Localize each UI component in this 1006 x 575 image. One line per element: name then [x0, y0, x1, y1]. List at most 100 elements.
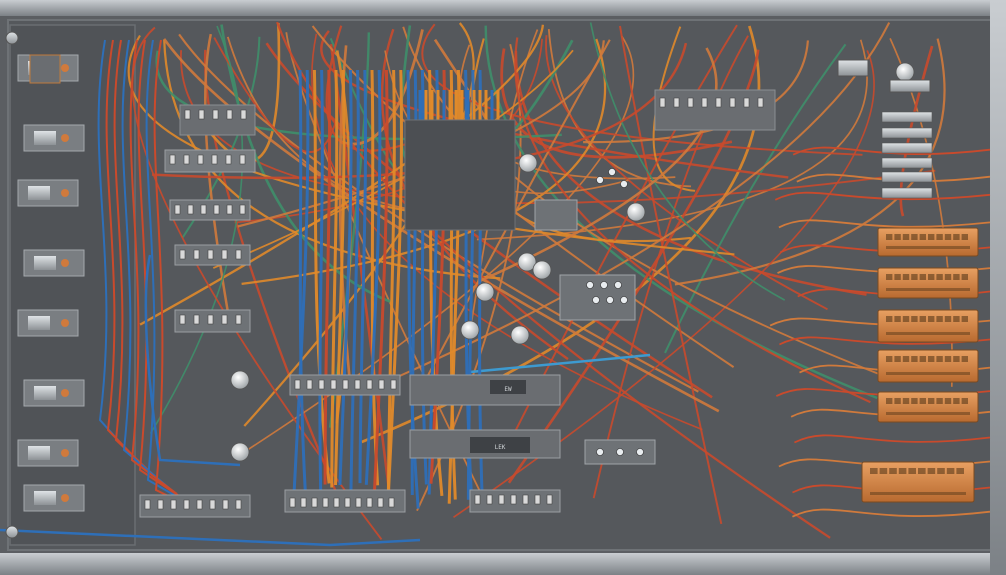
device-led [61, 494, 69, 502]
device-led [61, 389, 69, 397]
device-face [34, 131, 56, 145]
module-marking [961, 316, 968, 322]
wire [479, 47, 718, 283]
right-modules [861, 227, 979, 503]
bottom-rail [0, 553, 1006, 575]
terminal-pin [169, 154, 176, 165]
terminal-strip-2 [169, 199, 251, 221]
bundle-wire [312, 69, 331, 484]
module-marking [902, 398, 910, 404]
relay-module [877, 227, 979, 257]
module-marking [894, 234, 901, 240]
module-marking [944, 274, 952, 280]
bundle-wire [358, 69, 368, 484]
module-marking [894, 398, 901, 404]
screw-icon [5, 31, 19, 45]
terminal-pin [240, 109, 247, 120]
din-module-1 [409, 374, 561, 406]
wire [311, 33, 703, 431]
led-icon [620, 296, 628, 304]
led-icon [620, 180, 628, 188]
relay-module [877, 349, 979, 383]
module-marking [944, 398, 952, 404]
terminal-pin [377, 497, 384, 508]
terminal-pin [221, 249, 228, 260]
terminal-pin [207, 249, 214, 260]
led-icon [636, 448, 644, 456]
terminal-pin [306, 379, 313, 390]
terminal-pin [239, 154, 246, 165]
terminal-pin [196, 499, 203, 510]
knob-icon [230, 370, 250, 390]
terminal-pin [388, 497, 395, 508]
module-marking [946, 468, 955, 474]
module-marking [944, 234, 952, 240]
module-marking [879, 468, 888, 474]
terminal-pin [390, 379, 397, 390]
module-marking [889, 468, 897, 474]
fuse-holder [881, 171, 933, 183]
device-face [28, 186, 50, 200]
bundle-wire [338, 69, 353, 486]
module-marking [953, 398, 960, 404]
module-marking [886, 316, 893, 322]
knob-icon [230, 442, 250, 462]
left-column [9, 24, 136, 546]
terminal-pin [198, 109, 205, 120]
wire [206, 23, 281, 163]
module-marking [918, 468, 926, 474]
module-marking [919, 356, 926, 362]
terminal-pin [289, 497, 296, 508]
led-icon [596, 176, 604, 184]
terminal-pin [355, 497, 362, 508]
module-marking [953, 356, 960, 362]
fuse-holder [889, 79, 931, 93]
knob-icon [475, 282, 495, 302]
bundle-wire [298, 69, 308, 498]
module-marking [928, 398, 935, 404]
module-marking [886, 398, 893, 404]
terminal-pin [193, 249, 200, 260]
wire [121, 39, 170, 489]
center-tag-2: LEK [495, 444, 506, 451]
terminal-pin [687, 97, 694, 108]
knob-icon [518, 153, 538, 173]
terminal-pin [179, 249, 186, 260]
module-marking [936, 398, 943, 404]
wire [619, 25, 723, 525]
module-marking [894, 356, 901, 362]
module-marking [937, 468, 945, 474]
wire [793, 434, 991, 444]
device-led [61, 64, 69, 72]
fuse-holder [881, 187, 933, 199]
display-window [470, 437, 530, 453]
wire [589, 22, 786, 301]
wire [899, 45, 934, 217]
terminal-pin [318, 379, 325, 390]
led-icon [596, 448, 604, 456]
terminal-pin [239, 204, 246, 215]
terminal-pin [197, 154, 204, 165]
terminal-pin [193, 314, 200, 325]
wire [137, 39, 186, 501]
top-rail [0, 0, 1006, 16]
terminal-pin [294, 379, 301, 390]
terminal-strip-bottom-left [139, 494, 251, 518]
bundle-wire [370, 69, 380, 486]
terminal-pin [757, 97, 764, 108]
terminal-pin [322, 497, 329, 508]
wire [796, 173, 991, 183]
module-marking [927, 468, 936, 474]
terminal-pins [144, 97, 764, 510]
wire [320, 30, 789, 179]
terminal-pin [701, 97, 708, 108]
terminal-pin [211, 154, 218, 165]
module-marking [908, 468, 916, 474]
terminal-pin [183, 499, 190, 510]
terminal-pin [300, 497, 307, 508]
wire [163, 38, 720, 413]
terminal-pin [226, 109, 233, 120]
bundle-wire [323, 69, 332, 485]
device-face [28, 446, 50, 460]
